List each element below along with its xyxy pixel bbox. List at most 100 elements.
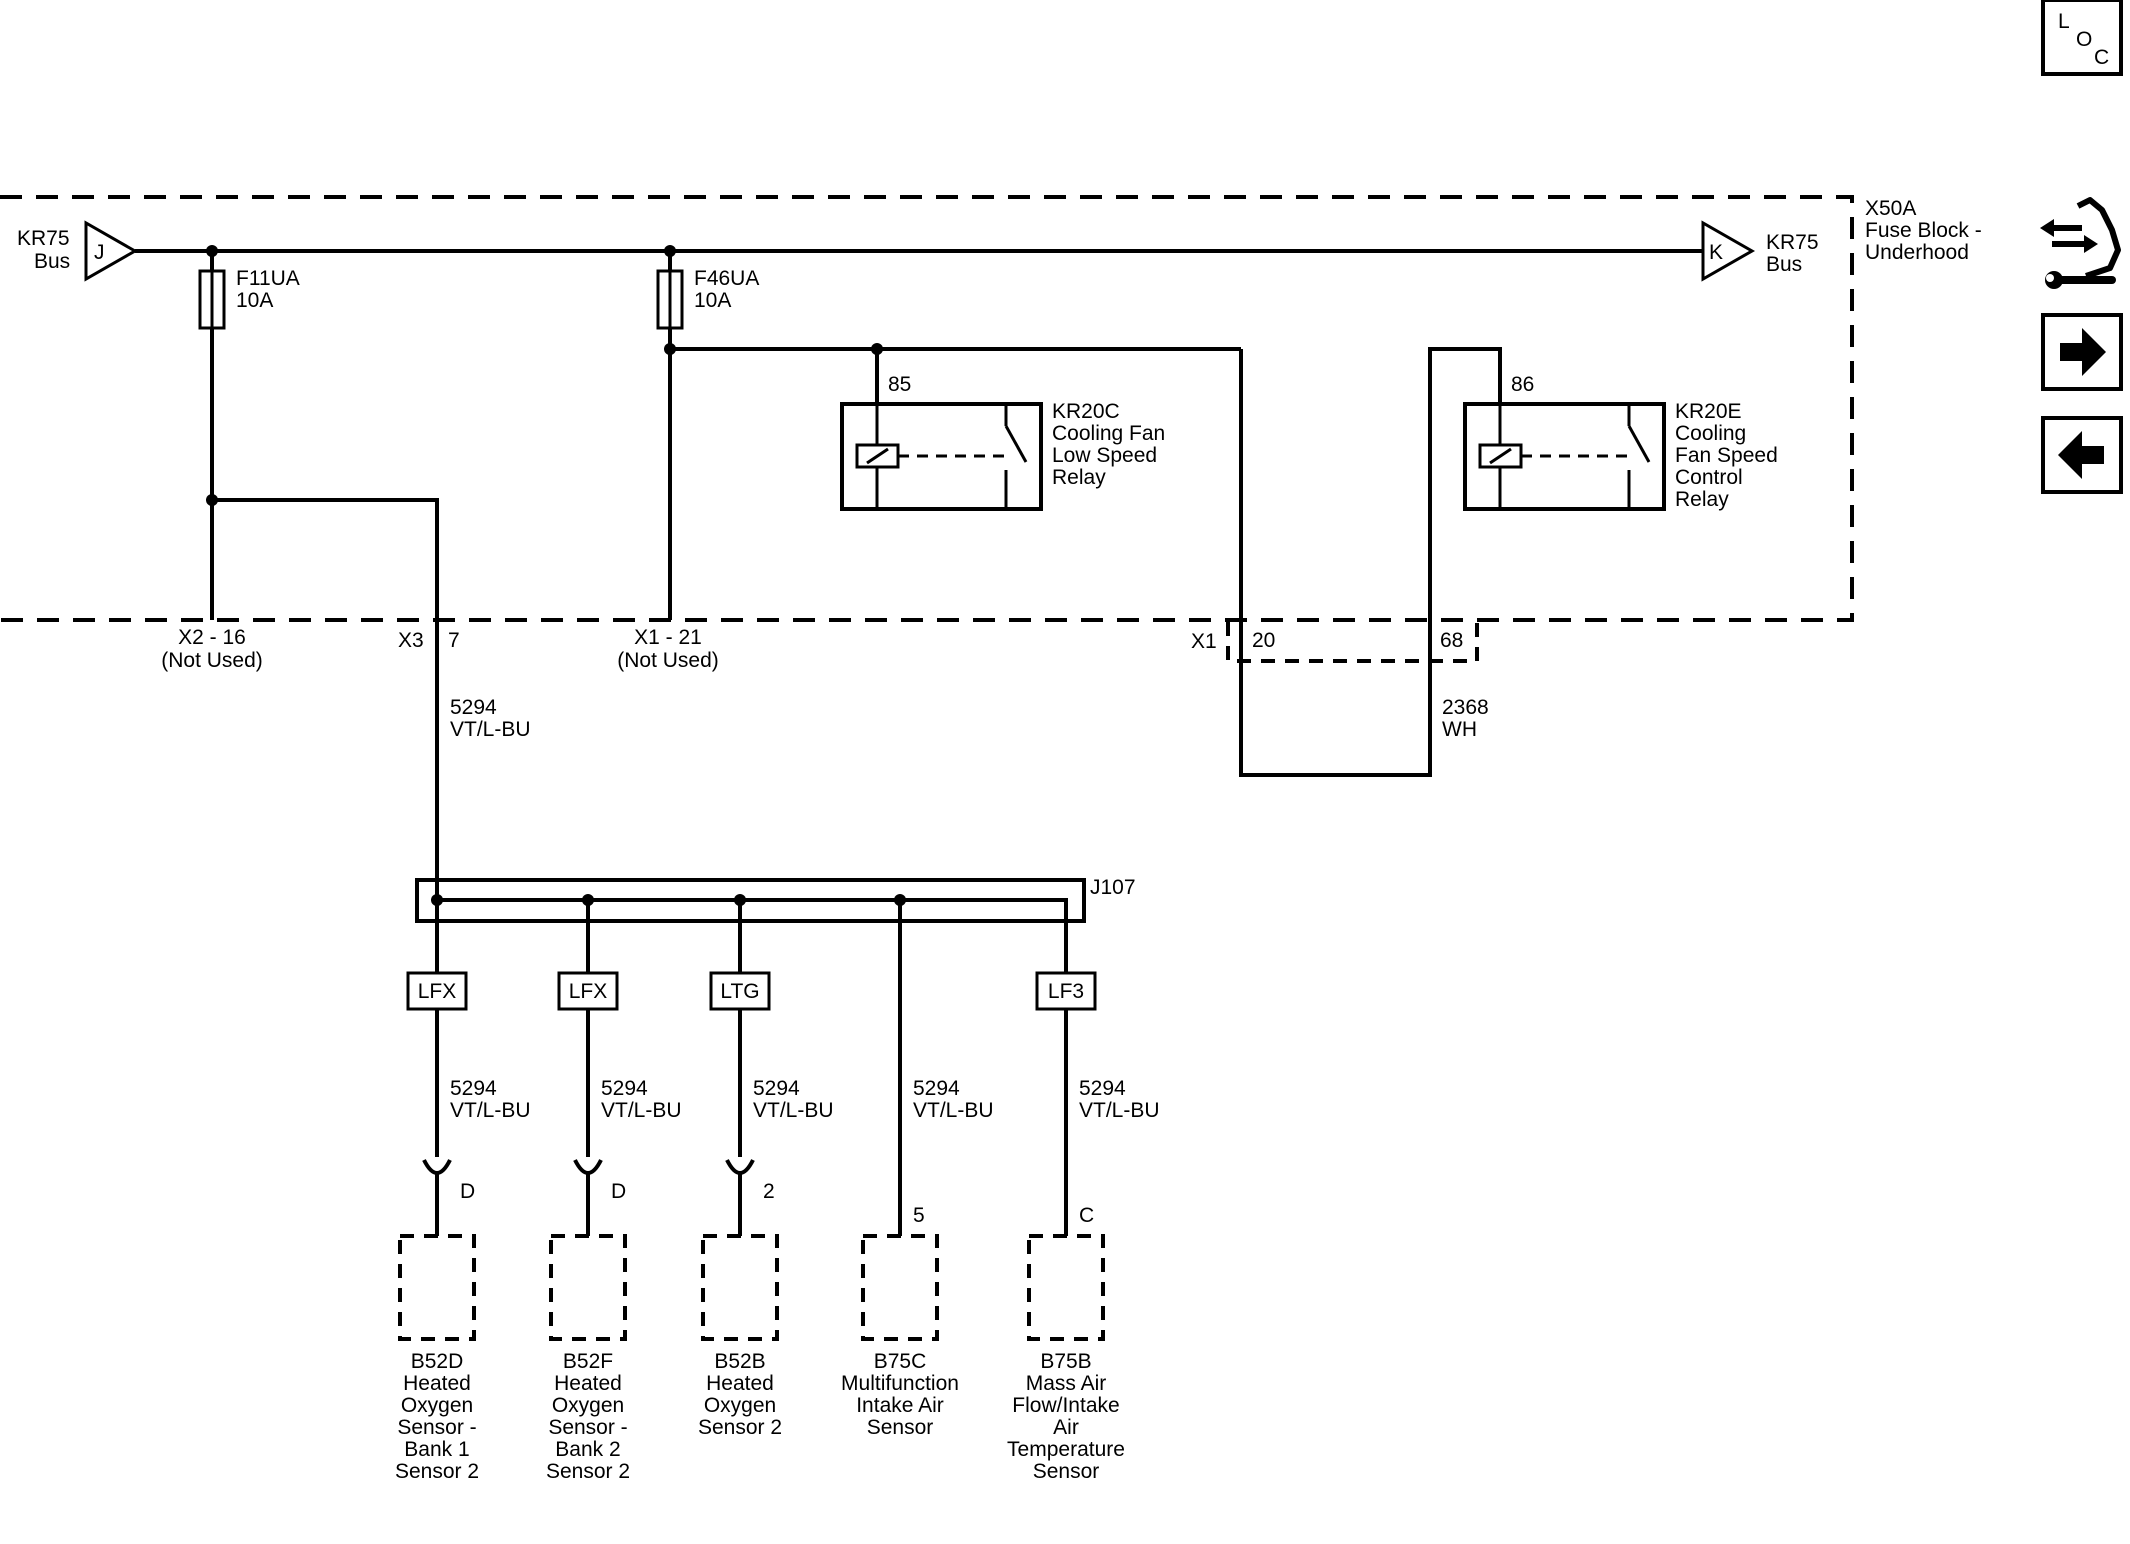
connector-x1-pin-68: 68 [1440,629,1463,652]
bus-left-sub: Bus [34,250,70,273]
branch-circuit: 5294 [601,1077,648,1100]
relay-kr20e-line-1: KR20E [1675,400,1742,423]
sensor-line-1: B75C [874,1350,927,1373]
wire [1239,347,1502,777]
sensor-line-5: Temperature [1007,1438,1125,1461]
fuse-block-name: X50A [1865,197,1916,220]
bus-terminal-left [84,220,139,282]
wire-2368-color: WH [1442,718,1477,741]
loc-letter-o: O [2076,28,2092,51]
option-box [1035,971,1097,1011]
connector-x1-label: X1 [1191,630,1217,653]
sensor-line-6: Sensor 2 [395,1460,479,1483]
bus-right-sub: Bus [1766,253,1802,276]
relay-kr20e-line-3: Fan Speed [1675,444,1778,467]
option-label: LFX [569,980,608,1003]
connector-x1-pin-20: 20 [1252,629,1275,652]
sensor-line-6: Sensor 2 [546,1460,630,1483]
splice-bar [437,898,1068,921]
sensor-line-3: Flow/Intake [1012,1394,1119,1417]
fuse-f11ua-name: F11UA [236,267,300,290]
option-box [709,971,771,1011]
sensor-box [549,1234,627,1341]
sensor-line-6: Sensor [1033,1460,1100,1483]
bus-right-name: KR75 [1766,231,1819,254]
wire-2368-circuit: 2368 [1442,696,1489,719]
branch-color: VT/L-BU [450,1099,531,1122]
connector-cup [422,1159,452,1175]
wire-5294-circuit: 5294 [450,696,497,719]
connector-x2-note: (Not Used) [161,649,263,672]
connector-x3-label: X3 [398,629,424,652]
relay-kr20e-terminal: 86 [1511,373,1534,396]
fuse-block-desc-2: Underhood [1865,241,1969,264]
branch-color: VT/L-BU [913,1099,994,1122]
loc-letter-c: C [2094,46,2109,69]
sensor-line-2: Multifunction [841,1372,959,1395]
wire [212,498,439,1123]
sensor-box [1027,1234,1105,1341]
wire-5294-color: VT/L-BU [450,718,531,741]
relay-kr20e-line-5: Relay [1675,488,1729,511]
loc-letter-l: L [2058,10,2070,33]
splice-j107-label: J107 [1090,876,1136,899]
sensor-line-4: Sensor [867,1416,934,1439]
sensor-box [861,1234,939,1341]
connector-x1-21-label: X1 - 21 [634,626,702,649]
option-label: LF3 [1048,980,1084,1003]
relay-kr20c-line-2: Cooling Fan [1052,422,1165,445]
connector-cup [573,1159,603,1175]
branch-pin: D [460,1180,475,1203]
sensor-line-5: Bank 2 [555,1438,620,1461]
connector-x3-pin: 7 [448,629,460,652]
sensor-line-1: B52F [563,1350,613,1373]
branch-circuit: 5294 [1079,1077,1126,1100]
branch-circuit: 5294 [450,1077,497,1100]
branch-color: VT/L-BU [753,1099,834,1122]
next-page-arrow-icon[interactable] [2041,313,2123,391]
sensor-line-2: Heated [554,1372,622,1395]
sensor-line-4: Air [1053,1416,1079,1439]
fuse-f46ua-name: F46UA [694,267,759,290]
sensor-box [398,1234,476,1341]
sensor-line-2: Mass Air [1026,1372,1107,1395]
branch-pin: 2 [763,1180,775,1203]
bus-right-pin: K [1709,241,1723,264]
bus-left-name: KR75 [17,227,70,250]
sensor-line-4: Sensor 2 [698,1416,782,1439]
sensor-line-3: Intake Air [856,1394,944,1417]
fuse-f11ua-rating: 10A [236,289,273,312]
sensor-line-4: Sensor - [548,1416,627,1439]
fuse-block-desc-1: Fuse Block - [1865,219,1982,242]
loc-button[interactable]: L O C [2041,0,2123,76]
sensor-line-1: B52B [714,1350,765,1373]
relay-kr20c-line-4: Relay [1052,466,1106,489]
sensor-line-2: Heated [706,1372,774,1395]
connector-x2-label: X2 - 16 [178,626,246,649]
relay-coil-diagonal [1489,447,1512,465]
bus-terminal-right [1701,220,1756,282]
sensor-line-3: Oxygen [552,1394,624,1417]
relay-kr20e-line-4: Control [1675,466,1743,489]
branch-pin: C [1079,1204,1094,1227]
relay-coil-diagonal [866,447,889,465]
option-label: LTG [720,980,759,1003]
relay-kr20c-terminal: 85 [888,373,911,396]
bus-left-pin: J [94,241,105,264]
branch-color: VT/L-BU [601,1099,682,1122]
branch-circuit: 5294 [753,1077,800,1100]
relay-switch-arm [1627,425,1651,463]
sensor-line-1: B75B [1040,1350,1091,1373]
relay-kr20c-line-3: Low Speed [1052,444,1157,467]
relay-kr20e-line-2: Cooling [1675,422,1746,445]
sensor-box [701,1234,779,1341]
sensor-line-4: Sensor - [397,1416,476,1439]
sensor-line-5: Bank 1 [404,1438,469,1461]
sensor-line-1: B52D [411,1350,464,1373]
sensor-line-3: Oxygen [704,1394,776,1417]
connector-end-view-icon[interactable] [2040,197,2121,289]
previous-page-arrow-icon[interactable] [2041,416,2123,494]
sensor-line-2: Heated [403,1372,471,1395]
branch-color: VT/L-BU [1079,1099,1160,1122]
